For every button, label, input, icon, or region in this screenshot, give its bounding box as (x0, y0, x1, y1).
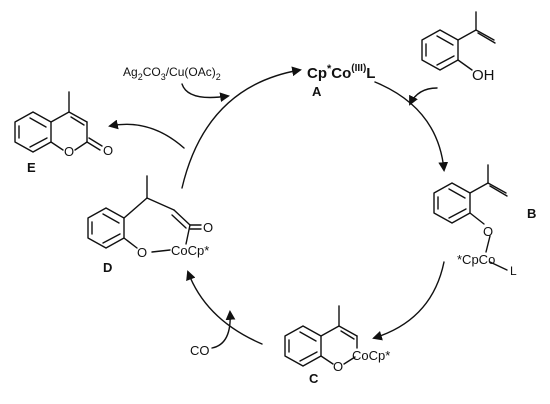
b-cobalt: *CpCo (457, 252, 495, 267)
oxidant-label: Ag2CO3/Cu(OAc)2 (123, 65, 221, 82)
d-carbonyl-oxygen: O (203, 220, 213, 235)
arrow-oxidant-in (181, 83, 230, 103)
cycle-arrow-a-to-b (374, 81, 449, 172)
label-c: C (309, 371, 319, 386)
intermediate-d-structure (87, 175, 202, 253)
label-e: E (27, 160, 36, 175)
e-ring-oxygen: O (64, 144, 74, 159)
d-cobalt: CoCp* (171, 243, 209, 258)
b-oxygen: O (483, 224, 493, 239)
b-ligand: L (510, 264, 517, 278)
intermediate-c-structure (284, 305, 358, 367)
label-a: A (312, 84, 322, 99)
arrow-co-out (211, 310, 236, 349)
arrow-substrate-in (409, 87, 438, 106)
arrow-to-product-e (108, 119, 185, 149)
cycle-arrow-b-to-c (372, 261, 445, 341)
catalyst-formula: Cp*Co(III)L (307, 63, 375, 82)
reagent-structure (421, 11, 496, 71)
cycle-arrow-c-to-d (186, 270, 263, 345)
label-b: B (527, 206, 536, 221)
c-oxygen: O (333, 359, 343, 374)
c-cobalt: CoCp* (352, 348, 390, 363)
d-ring-oxygen: O (137, 245, 147, 260)
product-e-structure (14, 91, 103, 153)
cycle-arrow-d-to-a (181, 66, 302, 189)
intermediate-b-structure (433, 164, 508, 271)
e-carbonyl-oxygen: O (103, 143, 113, 158)
carbon-monoxide-label: CO (190, 343, 210, 358)
label-d: D (103, 260, 112, 275)
reagent-hydroxyl: OH (472, 67, 495, 84)
